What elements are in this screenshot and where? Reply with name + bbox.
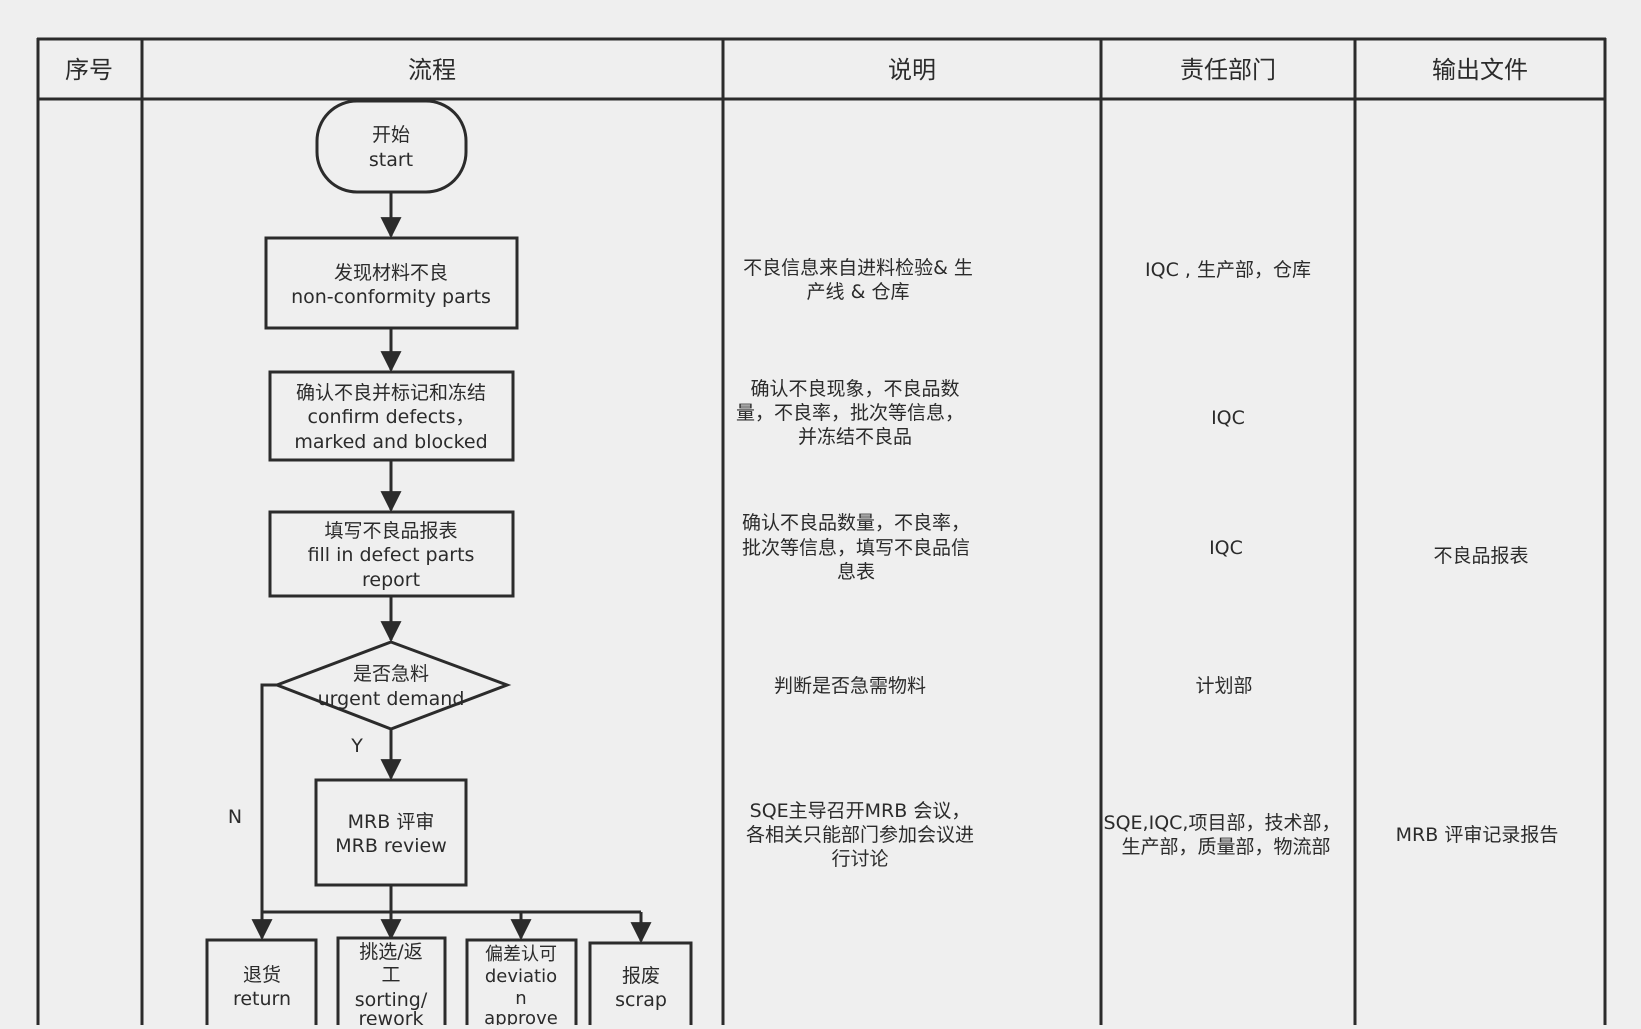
yes-label: Y (350, 735, 363, 757)
deviation-label-3: n (515, 988, 526, 1009)
department-mrb-2: 生产部，质量部，物流部 (1121, 836, 1330, 858)
sorting-label-1: 挑选/返 (359, 941, 422, 963)
sorting-label-4: rework (358, 1008, 423, 1025)
description-confirm-2: 量，不良率，批次等信息， (736, 402, 964, 424)
decision-label-cn: 是否急料 (353, 663, 429, 685)
node-confirm: 确认不良并标记和冻结 confirm defects， marked and b… (268, 370, 515, 462)
description-fill-3: 息表 (837, 561, 875, 583)
header-output: 输出文件 (1432, 56, 1528, 84)
node-decision: 是否急料 urgent demand (272, 640, 512, 731)
sorting-label-2: 工 (381, 964, 400, 986)
description-found-1: 不良信息来自进料检验& 生 (743, 257, 973, 279)
output-column: 不良品报表 MRB 评审记录报告 (1396, 545, 1559, 846)
found-label-en: non-conformity parts (291, 286, 491, 308)
description-confirm-1: 确认不良现象，不良品数 (750, 378, 959, 400)
header-description: 说明 (888, 56, 936, 84)
scrap-label-en: scrap (615, 989, 667, 1011)
department-column: IQC , 生产部，仓库 IQC IQC 计划部 SQE,IQC,项目部，技术部… (1104, 259, 1341, 858)
mrb-label-cn: MRB 评审 (348, 811, 435, 833)
fill-label-en-1: fill in defect parts (308, 544, 475, 566)
decision-label-en: urgent demand (318, 688, 465, 710)
start-terminator (315, 99, 468, 194)
department-found: IQC , 生产部，仓库 (1145, 259, 1311, 281)
output-mrb: MRB 评审记录报告 (1396, 824, 1559, 846)
node-sorting: 挑选/返 工 sorting/ rework (336, 936, 447, 1029)
sorting-box (336, 936, 447, 1029)
deviation-label-1: 偏差认可 (485, 944, 557, 965)
start-label-en: start (369, 149, 413, 171)
found-box (264, 236, 519, 330)
return-box (205, 938, 318, 1029)
deviation-label-2: deviatio (485, 966, 557, 987)
node-mrb: MRB 评审 MRB review (314, 778, 468, 887)
department-mrb-1: SQE,IQC,项目部，技术部， (1104, 812, 1341, 834)
confirm-label-en-1: confirm defects， (307, 406, 474, 428)
found-label-cn: 发现材料不良 (334, 262, 448, 284)
sorting-label-3: sorting/ (355, 989, 428, 1011)
description-decision: 判断是否急需物料 (774, 675, 926, 697)
start-label-cn: 开始 (372, 124, 410, 146)
description-confirm-3: 并冻结不良品 (798, 426, 912, 448)
return-label-cn: 退货 (243, 964, 281, 986)
connectors (251, 192, 652, 944)
header-index: 序号 (65, 56, 113, 84)
department-decision: 计划部 (1195, 675, 1252, 697)
department-confirm: IQC (1211, 407, 1245, 429)
table-grid (36, 37, 1607, 1025)
mrb-label-en: MRB review (335, 835, 447, 857)
confirm-box (268, 370, 515, 462)
arrow-decision-no-to-return (251, 683, 277, 941)
description-fill-1: 确认不良品数量，不良率， (742, 512, 970, 534)
table-header: 序号 流程 说明 责任部门 输出文件 (65, 56, 1528, 84)
deviation-label-4: approve (484, 1008, 558, 1025)
confirm-label-en-2: marked and blocked (294, 431, 487, 453)
node-found: 发现材料不良 non-conformity parts (264, 236, 519, 330)
description-fill-2: 批次等信息，填写不良品信 (742, 537, 970, 559)
deviation-box (465, 938, 578, 1029)
output-fill: 不良品报表 (1433, 545, 1528, 567)
node-start: 开始 start (315, 99, 468, 194)
description-mrb-3: 行讨论 (831, 848, 888, 870)
description-column: 不良信息来自进料检验& 生 产线 & 仓库 确认不良现象，不良品数 量，不良率，… (736, 257, 974, 870)
decision-diamond (272, 640, 512, 731)
confirm-label-cn: 确认不良并标记和冻结 (296, 382, 486, 404)
fill-label-cn: 填写不良品报表 (324, 520, 457, 542)
description-mrb-2: 各相关只能部门参加会议进 (746, 824, 974, 846)
scrap-box (588, 941, 693, 1029)
description-found-2: 产线 & 仓库 (807, 281, 910, 303)
fill-label-en-2: report (362, 569, 420, 591)
node-deviation: 偏差认可 deviatio n approve (465, 938, 578, 1029)
node-return: 退货 return (205, 938, 318, 1029)
node-scrap: 报废 scrap (588, 941, 693, 1029)
return-label-en: return (233, 988, 291, 1010)
fill-box (268, 510, 515, 598)
description-mrb-1: SQE主导召开MRB 会议， (750, 800, 971, 822)
node-fill: 填写不良品报表 fill in defect parts report (268, 510, 515, 598)
scrap-label-cn: 报废 (622, 965, 660, 987)
no-label: N (228, 806, 242, 828)
mrb-box (314, 778, 468, 887)
header-department: 责任部门 (1180, 56, 1276, 84)
header-process: 流程 (408, 56, 456, 84)
department-fill: IQC (1209, 537, 1243, 559)
